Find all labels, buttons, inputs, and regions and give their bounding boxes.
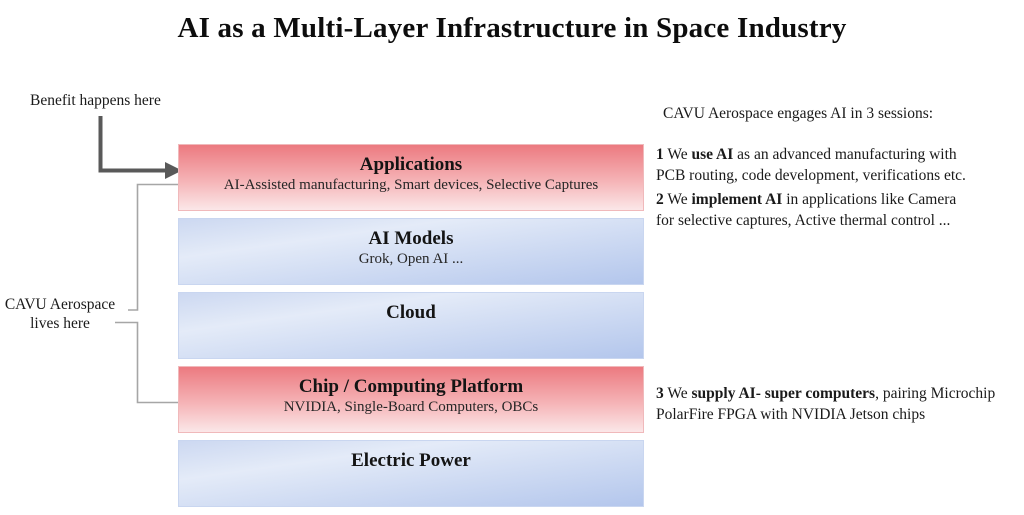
layer-chip-title: Chip / Computing Platform [298, 376, 524, 397]
layer-applications-subtitle: AI-Assisted manufacturing, Smart devices… [223, 177, 599, 193]
layer-electric-power-title: Electric Power [351, 450, 471, 471]
item-3-line-2: PolarFire FPGA with NVIDIA Jetson chips [656, 406, 926, 423]
item-2-bold: implement AI [691, 191, 783, 208]
item-2-pre: We [663, 191, 692, 208]
cavu-bracket-upper [128, 183, 180, 311]
right-panel-item-1: 1 We use AI as an advanced manufacturing… [656, 144, 1016, 186]
item-3-line-1: 3 We supply AI- super computers, pairing… [656, 383, 1016, 404]
item-2-number: 2 [656, 191, 664, 208]
layer-applications-title: Applications [359, 154, 463, 175]
right-panel-item-3: 3 We supply AI- super computers, pairing… [656, 383, 1016, 425]
item-3-number: 3 [656, 385, 664, 402]
item-1-line-1: 1 We use AI as an advanced manufacturing… [656, 144, 1016, 165]
layer-chip-subtitle: NVIDIA, Single-Board Computers, OBCs [283, 399, 539, 415]
item-1-bold: use AI [691, 146, 734, 163]
item-2-rest: in applications like Camera [782, 191, 957, 208]
right-panel-item-2: 2 We implement AI in applications like C… [656, 189, 1016, 231]
item-1-rest: as an advanced manufacturing with [733, 146, 957, 163]
cavu-lives-line2: lives here [30, 315, 90, 332]
item-3-bold: supply AI- super computers [691, 385, 876, 402]
layer-ai-models: AI Models Grok, Open AI ... [178, 218, 644, 285]
item-3-pre: We [663, 385, 692, 402]
cavu-lives-label: CAVU Aerospace lives here [4, 295, 116, 333]
item-3-rest: , pairing Microchip [875, 385, 996, 402]
item-1-line-2: PCB routing, code development, verificat… [656, 167, 966, 184]
item-2-line-2: for selective captures, Active thermal c… [656, 212, 951, 229]
cavu-bracket-lower [115, 321, 180, 404]
layer-chip-computing-platform: Chip / Computing Platform NVIDIA, Single… [178, 366, 644, 433]
item-1-number: 1 [656, 146, 664, 163]
layer-electric-power: Electric Power [178, 440, 644, 507]
item-2-line-1: 2 We implement AI in applications like C… [656, 189, 1016, 210]
benefit-label: Benefit happens here [30, 92, 161, 109]
page-title: AI as a Multi-Layer Infrastructure in Sp… [177, 12, 847, 44]
layer-applications: Applications AI-Assisted manufacturing, … [178, 144, 644, 211]
item-1-pre: We [663, 146, 692, 163]
cavu-lives-line1: CAVU Aerospace [4, 296, 116, 313]
benefit-arrow-line [98, 116, 166, 173]
right-panel-heading: CAVU Aerospace engages AI in 3 sessions: [663, 105, 934, 122]
layer-cloud: Cloud [178, 292, 644, 359]
layer-cloud-title: Cloud [386, 302, 436, 323]
layer-ai-models-title: AI Models [368, 228, 454, 249]
layer-ai-models-subtitle: Grok, Open AI ... [358, 251, 464, 267]
